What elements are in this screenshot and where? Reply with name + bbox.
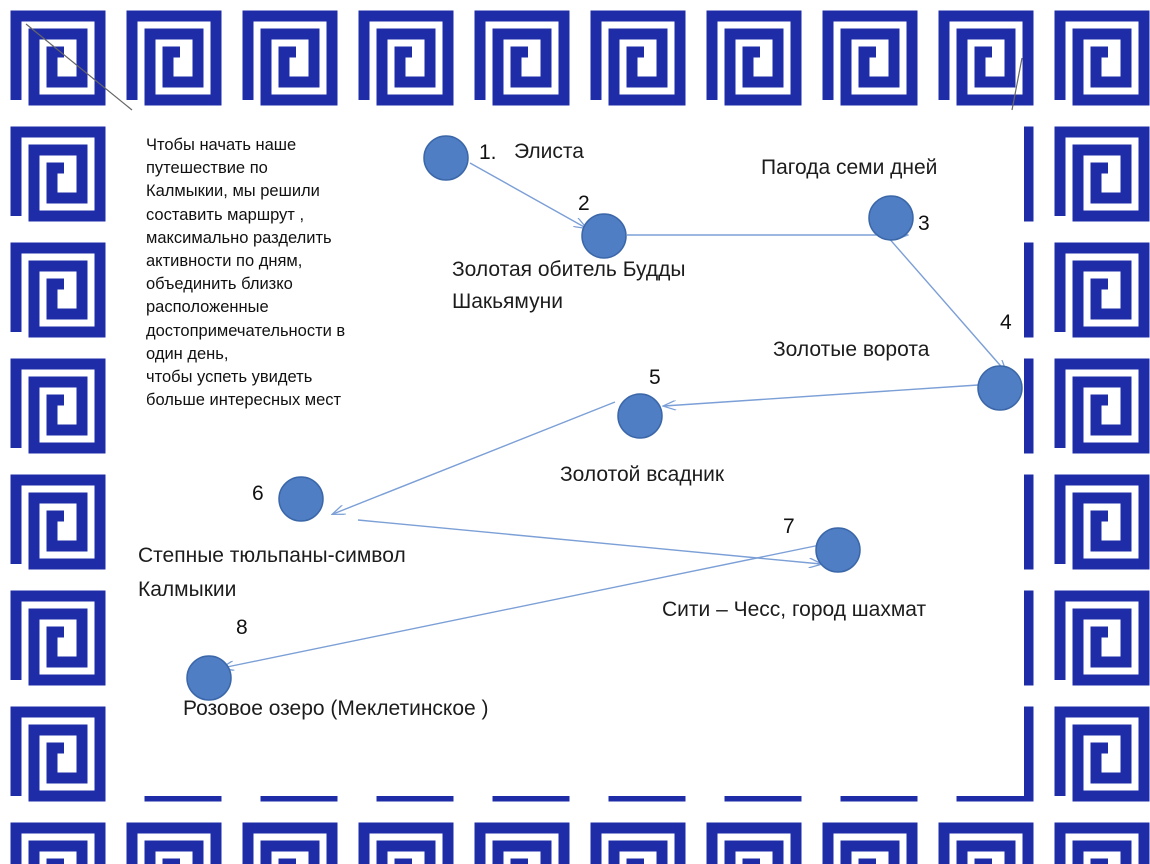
stop-2-title-line-2: Шакьямуни xyxy=(452,290,563,313)
corner-line xyxy=(1011,57,1023,111)
intro-line: расположенные xyxy=(146,298,269,317)
stop-4-title: Золотые ворота xyxy=(773,338,930,361)
stop-5-number: 5 xyxy=(649,366,661,389)
intro-line: максимально разделить xyxy=(146,228,332,247)
stop-5-marker xyxy=(617,393,663,439)
intro-text: Чтобы начать наше путешествие по Калмыки… xyxy=(146,134,416,412)
intro-line: путешествие по xyxy=(146,159,268,178)
route-arrow-1-to-2 xyxy=(469,162,586,228)
stop-2-number: 2 xyxy=(578,192,590,215)
intro-line: один день, xyxy=(146,344,229,363)
stop-4-number: 4 xyxy=(1000,311,1012,334)
intro-line: чтобы успеть увидеть xyxy=(146,368,313,387)
intro-line: Чтобы начать наше xyxy=(146,136,297,154)
intro-line: достопримечательности в xyxy=(146,321,346,340)
border-left xyxy=(10,8,120,864)
content-panel xyxy=(122,118,1022,794)
route-arrow-3-to-4 xyxy=(886,235,1006,372)
stop-8-number: 8 xyxy=(236,616,248,639)
stop-6-title-line-1: Степные тюльпаны-символ xyxy=(138,544,406,567)
route-arrow-6-to-7 xyxy=(357,519,821,564)
stop-2-marker xyxy=(581,213,627,259)
stop-4-marker xyxy=(977,365,1023,411)
stop-3-marker xyxy=(868,195,914,241)
stop-3-title: Пагода семи дней xyxy=(761,156,938,179)
intro-line: активности по дням, xyxy=(146,252,303,271)
stop-2-title-line-1: Золотая обитель Будды xyxy=(452,258,686,281)
stop-5-title: Золотой всадник xyxy=(560,463,725,486)
route-arrow-5-to-6 xyxy=(333,401,616,514)
intro-line: Калмыкии, мы решили xyxy=(146,182,320,201)
stop-8-title: Розовое озеро (Меклетинское ) xyxy=(183,697,489,720)
stop-7-number: 7 xyxy=(783,515,795,538)
stop-6-title-line-2: Калмыкии xyxy=(138,578,237,601)
stop-6-number: 6 xyxy=(252,482,264,505)
stop-1-title: Элиста xyxy=(514,140,584,163)
corner-line xyxy=(25,23,133,111)
intro-line: объединить близко xyxy=(146,275,293,294)
border-right xyxy=(1024,8,1150,864)
stop-7-marker xyxy=(815,527,861,573)
stop-3-number: 3 xyxy=(918,212,930,235)
intro-line: больше интересных мест xyxy=(146,391,342,410)
intro-line: составить маршрут , xyxy=(146,205,305,224)
route-arrow-4-to-5 xyxy=(664,384,979,406)
stop-8-marker xyxy=(186,655,232,701)
stop-1-number: 1. xyxy=(479,141,497,164)
border-bottom xyxy=(0,796,1150,864)
route-arrow-7-to-8 xyxy=(222,544,821,668)
stop-7-title: Сити – Чесс, город шахмат xyxy=(662,598,927,621)
stop-1-marker xyxy=(423,135,469,181)
border-top xyxy=(0,8,1150,120)
stop-6-marker xyxy=(278,476,324,522)
